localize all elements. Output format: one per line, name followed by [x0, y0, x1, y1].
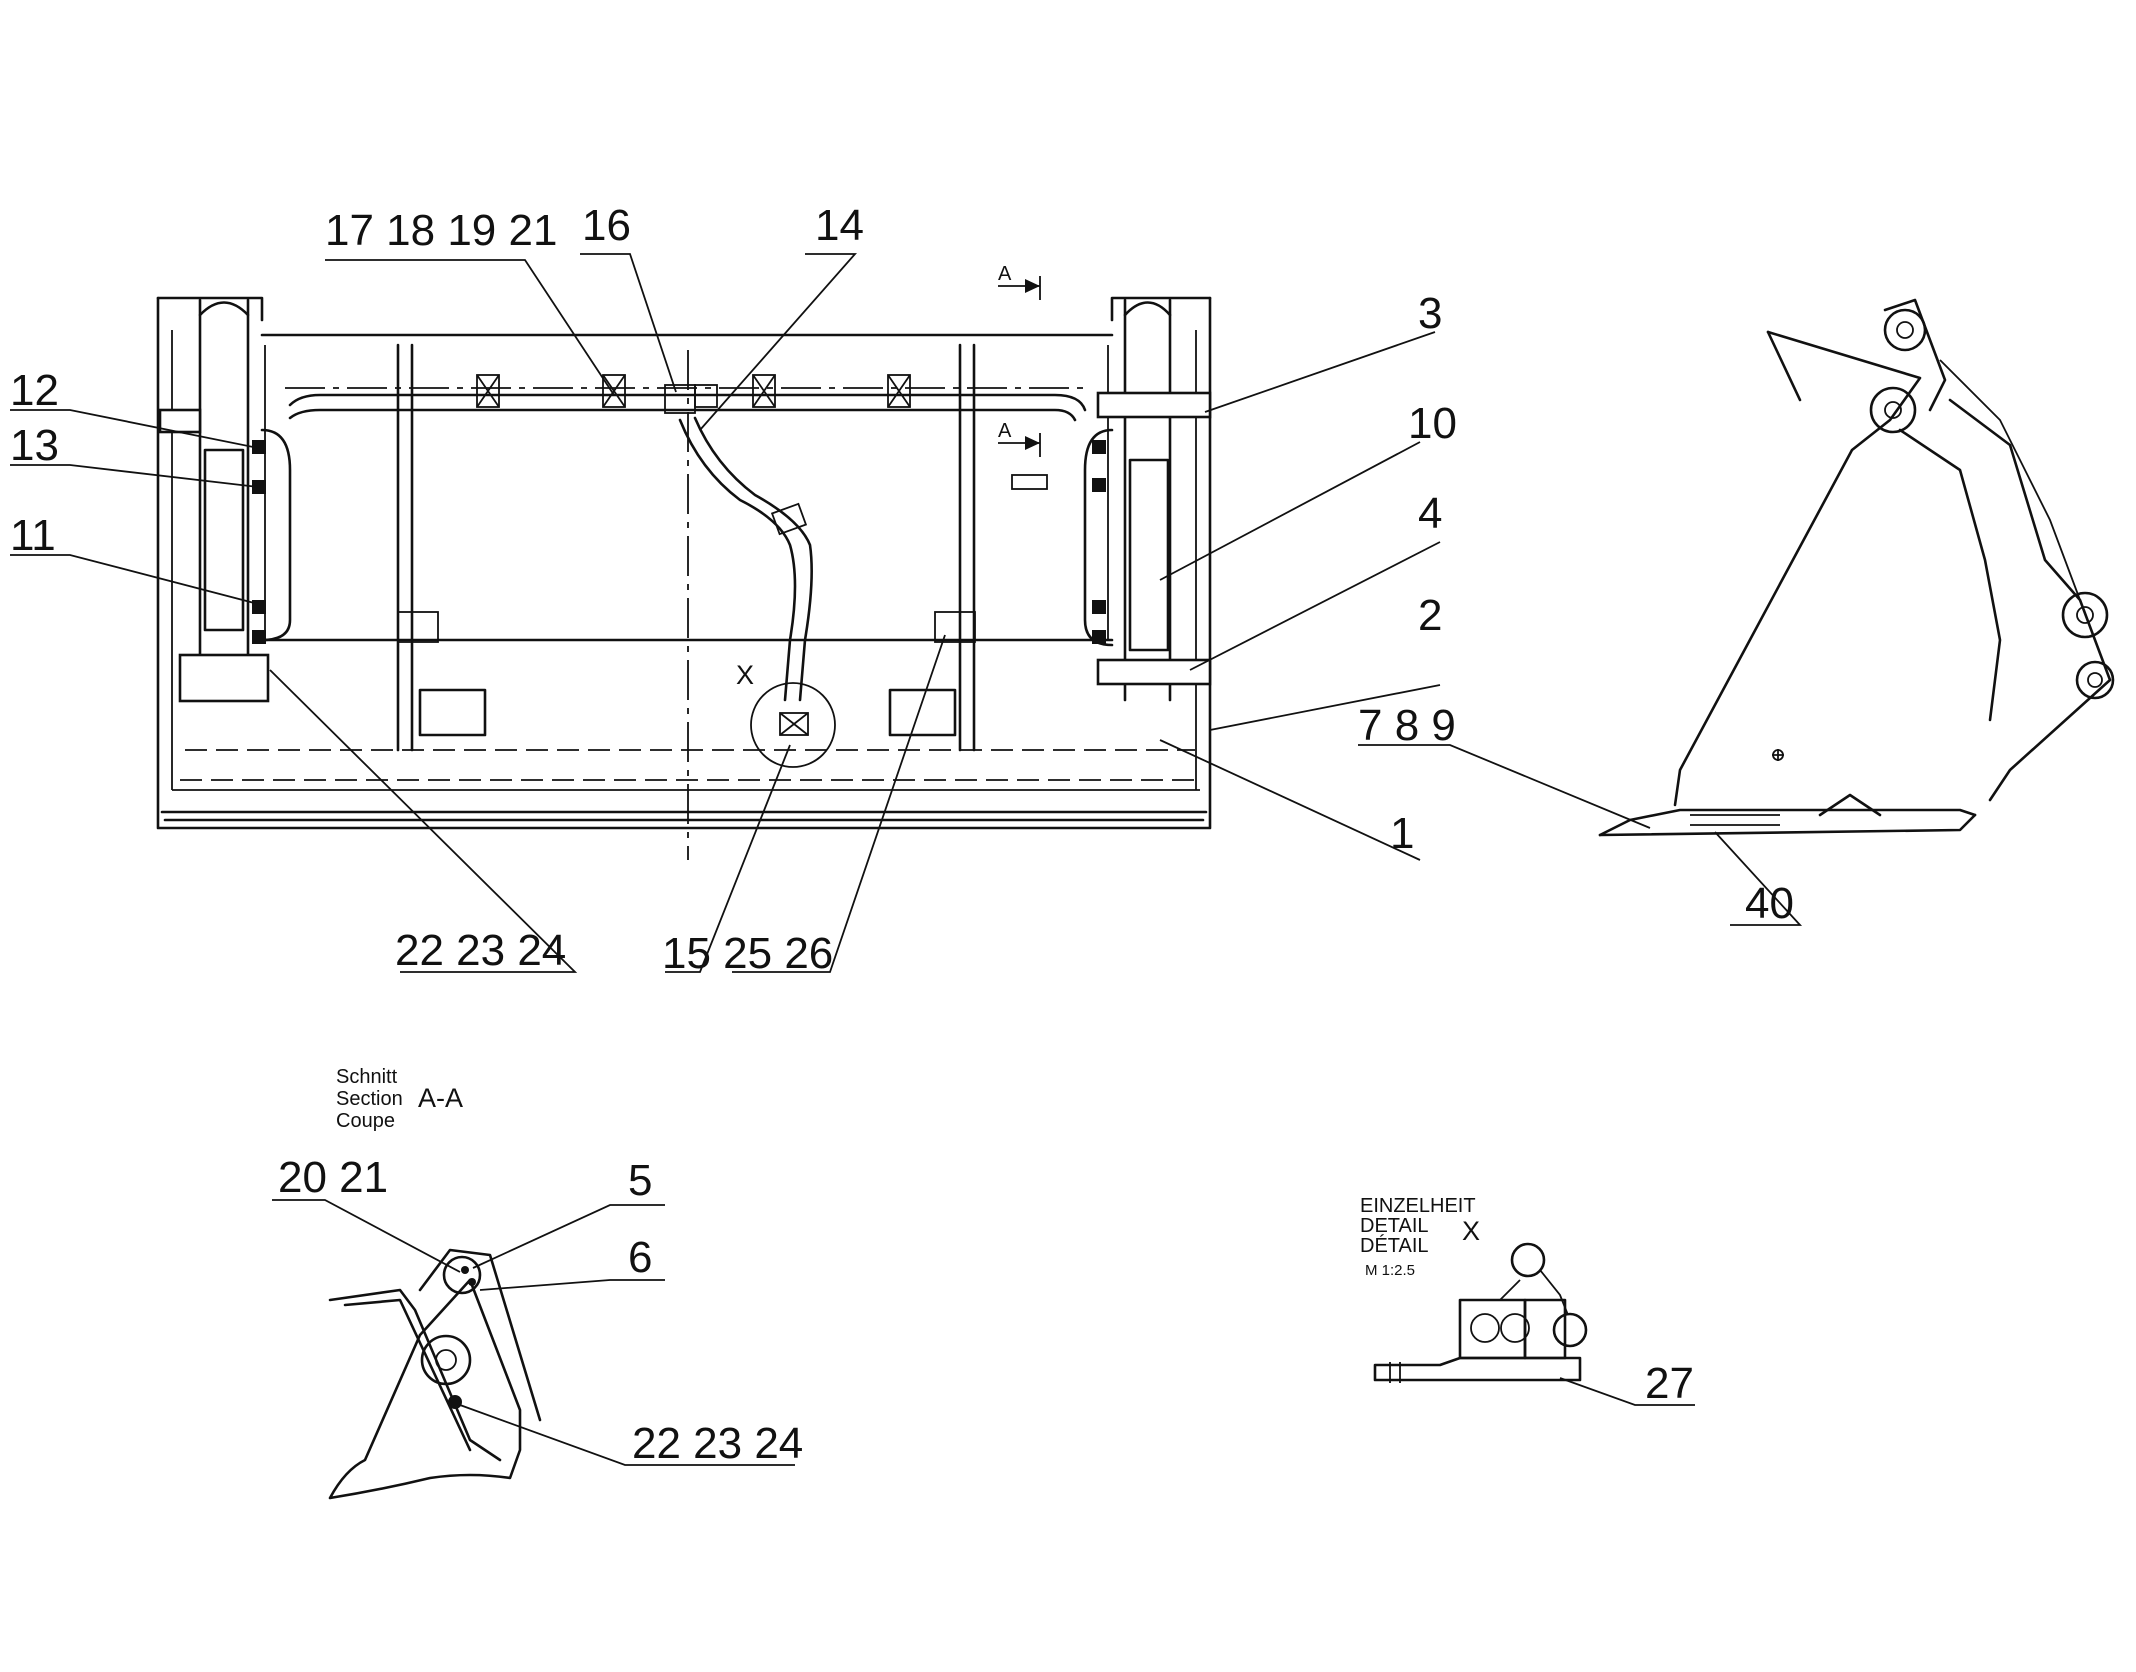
- callout-2: 2: [1418, 591, 1442, 640]
- callout-27: 27: [1645, 1359, 1694, 1408]
- section-arrow-mid: A: [998, 420, 1041, 457]
- bucket-side-view: [1598, 298, 2115, 837]
- detail-x-marker: X: [736, 660, 754, 690]
- svg-text:EINZELHEIT: EINZELHEIT: [1360, 1195, 1476, 1217]
- callout-16: 16: [582, 201, 631, 250]
- detail-x-view: [1373, 1242, 1588, 1383]
- hose-clamps: [476, 374, 911, 408]
- section-arrow-top: A: [998, 263, 1041, 300]
- callout-13: 13: [10, 421, 59, 470]
- leader-lines: [10, 253, 1803, 1466]
- detail-title: EINZELHEIT DETAIL DÉTAIL X M 1:2.5: [1360, 1195, 1480, 1279]
- svg-text:A: A: [998, 420, 1012, 442]
- callout-5: 5: [628, 1156, 652, 1205]
- svg-text:DETAIL: DETAIL: [1360, 1215, 1429, 1237]
- callout-12: 12: [10, 366, 59, 415]
- svg-text:Section: Section: [336, 1088, 403, 1110]
- tag-plate: [1011, 474, 1048, 490]
- callout-3: 3: [1418, 289, 1442, 338]
- svg-text:DÉTAIL: DÉTAIL: [1360, 1234, 1429, 1257]
- callout-20-21: 20 21: [278, 1153, 388, 1202]
- callout-labels: 3 10 4 2 1 12 13 11 17 18 19 21 16 14 22…: [10, 201, 1794, 1468]
- right-cylinder: [1083, 298, 1212, 702]
- svg-text:A: A: [998, 263, 1012, 285]
- callout-1: 1: [1390, 809, 1414, 858]
- svg-text:Schnitt: Schnitt: [336, 1066, 398, 1088]
- section-title: Schnitt Section Coupe A-A: [336, 1066, 463, 1132]
- bucket-front-view: [156, 296, 1212, 860]
- svg-text:M 1:2.5: M 1:2.5: [1365, 1262, 1415, 1279]
- svg-text:A-A: A-A: [418, 1083, 463, 1113]
- section-a-a-view: [328, 1248, 542, 1500]
- callout-17-21: 17 18 19 21: [325, 206, 557, 255]
- callout-14: 14: [815, 201, 864, 250]
- callout-7-8-9: 7 8 9: [1358, 701, 1456, 750]
- callout-10: 10: [1408, 399, 1457, 448]
- callout-11: 11: [10, 511, 56, 560]
- left-cylinder: [158, 298, 292, 703]
- svg-text:Coupe: Coupe: [336, 1110, 395, 1132]
- callout-15-26: 15 25 26: [662, 929, 833, 978]
- svg-text:X: X: [1462, 1216, 1480, 1246]
- callout-6: 6: [628, 1233, 652, 1282]
- detail-x-circle: [750, 682, 836, 768]
- callout-40: 40: [1745, 879, 1794, 928]
- callout-4: 4: [1418, 489, 1442, 538]
- callout-22-24-section: 22 23 24: [632, 1419, 803, 1468]
- callout-22-24-main: 22 23 24: [395, 926, 566, 975]
